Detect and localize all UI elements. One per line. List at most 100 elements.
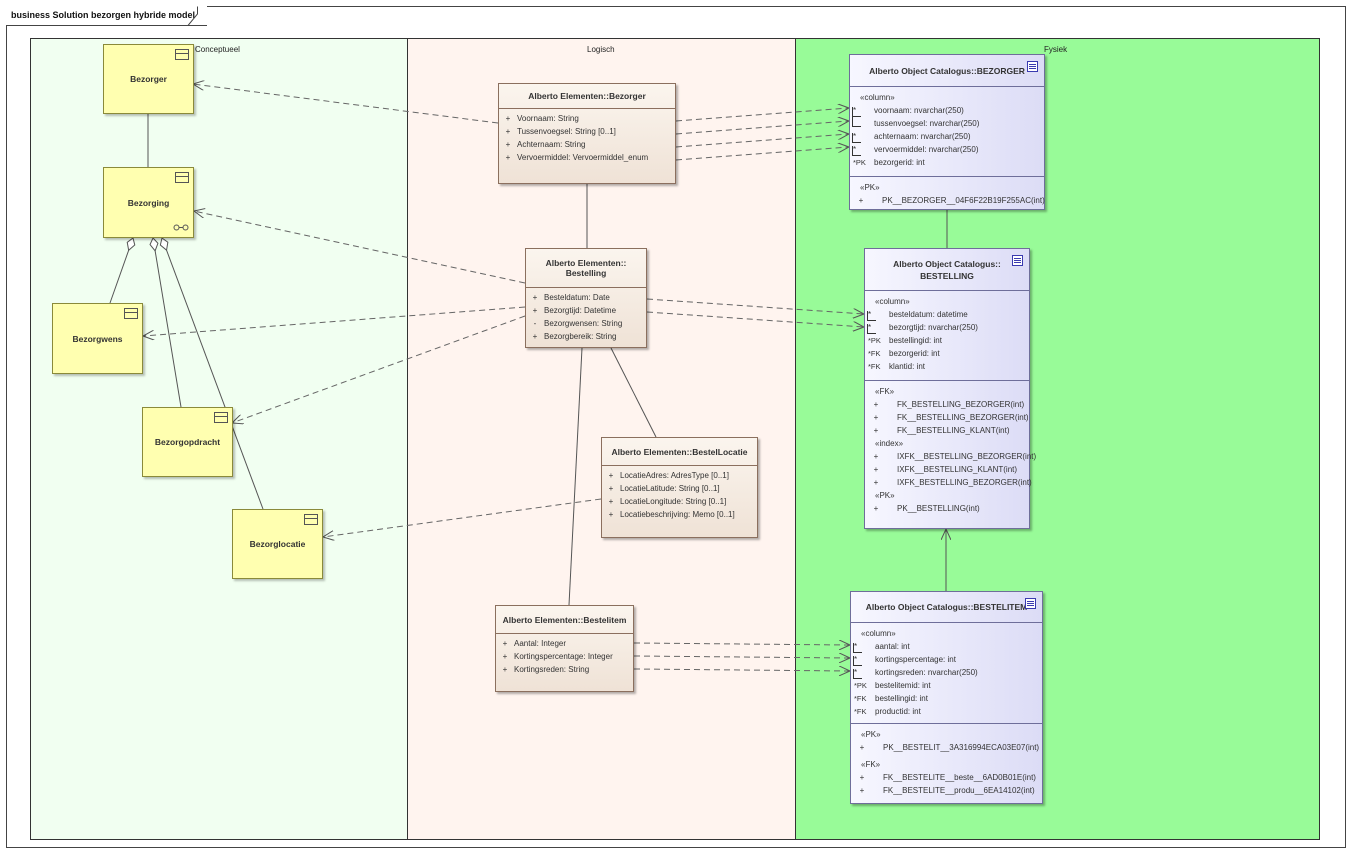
class-icon [175,49,189,60]
class-attribute[interactable]: +LocatieAdres: AdresType [0..1] [608,471,729,480]
class-icon [175,172,189,183]
table-operation[interactable]: +IXFK__BESTELLING_BEZORGER(int) [873,452,1037,461]
assoc-bestelling-bestellocatie [610,347,657,438]
trace-bestellocatie-to-bezorglocatie [323,498,602,537]
concept-bezorging[interactable]: Bezorging [103,167,194,238]
class-attribute[interactable]: +Aantal: Integer [502,639,567,648]
diagram-frame [6,6,1346,848]
lane-label-conceptueel: Conceptueel [195,45,240,54]
composite-icon [173,224,189,231]
class-attribute[interactable]: +Besteldatum: Date [532,293,610,302]
diagram-title-notch [178,6,198,26]
class-bezorger[interactable]: Alberto Elementen::Bezorger +Voornaam: S… [498,83,676,184]
trace-bezorgtijd [646,311,864,327]
concept-bezorgopdracht-label: Bezorgopdracht [154,437,221,447]
class-attribute[interactable]: +LocatieLatitude: String [0..1] [608,484,720,493]
class-bestellocatie-attributes: +LocatieAdres: AdresType [0..1] +Locatie… [602,466,757,524]
table-column[interactable]: *bezorgtijd: nvarchar(250) [867,323,978,334]
diagram-title: business Solution bezorgen hybride model [6,6,208,26]
class-attribute[interactable]: +Bezorgtijd: Datetime [532,306,617,315]
table-column[interactable]: *vervoermiddel: nvarchar(250) [852,145,979,156]
concept-bezorgwens[interactable]: Bezorgwens [52,303,143,374]
class-attribute[interactable]: -Bezorgwensen: String [533,319,623,328]
table-column[interactable]: *aantal: int [853,642,910,653]
class-attribute[interactable]: +Kortingspercentage: Integer [502,652,613,661]
trace-bezorgbereik-to-bezorgopdracht [232,315,526,423]
trace-bezorger-to-concept [193,84,499,124]
table-bestelitem-title: Alberto Object Catalogus::BESTELITEM [851,592,1042,623]
table-bestelitem-columns: «column» *aantal: int *kortingspercentag… [851,623,1042,724]
lane-label-fysiek: Fysiek [1044,45,1068,54]
concept-bezorging-label: Bezorging [127,197,170,208]
class-attribute[interactable]: +Achternaam: String [505,140,586,149]
class-bestelitem[interactable]: Alberto Elementen::Bestelitem +Aantal: I… [495,605,634,692]
class-bestellocatie[interactable]: Alberto Elementen::BestelLocatie +Locati… [601,437,758,538]
trace-bezorgwensen-to-bezorgwens [143,306,526,336]
trace-achternaam [675,134,849,148]
class-bestelling-attributes: +Besteldatum: Date +Bezorgtijd: Datetime… [526,288,646,346]
lane-label-logisch: Logisch [587,45,615,54]
table-operation[interactable]: +FK__BESTELITE__produ__6EA14102(int) [859,786,1035,795]
concept-bezorger[interactable]: Bezorger [103,44,194,114]
concept-bezorgopdracht[interactable]: Bezorgopdracht [142,407,233,477]
class-attribute[interactable]: +LocatieLongitude: String [0..1] [608,497,727,506]
table-bezorger[interactable]: Alberto Object Catalogus::BEZORGER «colu… [849,54,1045,210]
class-bestelling[interactable]: Alberto Elementen:: Bestelling +Bestelda… [525,248,647,348]
class-attribute[interactable]: +Voornaam: String [505,114,579,123]
class-attribute[interactable]: +Kortingsreden: String [502,665,590,674]
table-bestelitem[interactable]: Alberto Object Catalogus::BESTELITEM «co… [850,591,1043,804]
aggregation-bezorging-bezorgopdracht [149,237,182,408]
table-column[interactable]: *achternaam: nvarchar(250) [852,132,971,143]
table-operation[interactable]: +IXFK_BESTELLING_BEZORGER(int) [873,478,1032,487]
concept-bezorgwens-label: Bezorgwens [72,333,123,344]
class-attribute[interactable]: +Locatiebeschrijving: Memo [0..1] [608,510,735,519]
table-operation[interactable]: +FK_BESTELLING_BEZORGER(int) [873,400,1025,409]
table-operation[interactable]: +IXFK__BESTELLING_KLANT(int) [873,465,1018,474]
trace-kortingsreden [633,669,850,671]
aggregation-bezorging-bezorgwens [109,237,136,304]
table-bezorger-columns: «column» *voornaam: nvarchar(250) tussen… [850,87,1044,177]
class-bestellocatie-title: Alberto Elementen::BestelLocatie [602,438,757,466]
table-operation[interactable]: +PK__BESTELLING(int) [873,504,980,513]
class-icon [304,514,318,525]
table-column[interactable]: *besteldatum: datetime [867,310,968,321]
table-operation[interactable]: +FK__BESTELITE__beste__6AD0B01E(int) [859,773,1036,782]
class-attribute[interactable]: +Bezorgbereik: String [532,332,617,341]
lane-conceptueel: Conceptueel [30,38,408,840]
class-attribute[interactable]: +Tussenvoegsel: String [0..1] [505,127,616,136]
class-bestelling-title: Alberto Elementen:: Bestelling [526,249,646,288]
aggregation-bezorging-bezorglocatie [159,237,264,510]
concept-bezorglocatie[interactable]: Bezorglocatie [232,509,323,579]
table-column[interactable]: *kortingsreden: nvarchar(250) [853,668,978,679]
table-operation[interactable]: +PK__BEZORGER__04F6F22B19F255AC(int) [858,196,1045,205]
table-operation[interactable]: +FK__BESTELLING_BEZORGER(int) [873,413,1029,422]
trace-vervoermiddel [675,147,849,161]
table-column[interactable]: *voornaam: nvarchar(250) [852,106,964,117]
class-bestelitem-attributes: +Aantal: Integer +Kortingspercentage: In… [496,634,633,679]
assoc-bestelling-bestelitem [568,347,583,606]
table-bestelling[interactable]: Alberto Object Catalogus:: BESTELLING «c… [864,248,1037,529]
table-bezorger-title: Alberto Object Catalogus::BEZORGER [850,55,1044,87]
table-bestelling-title: Alberto Object Catalogus:: BESTELLING [865,249,1029,291]
table-icon [1012,255,1023,266]
trace-kortingspercentage [633,656,850,658]
table-column[interactable]: *kortingspercentage: int [853,655,956,666]
trace-bestelling-to-bezorging [194,211,526,284]
table-column[interactable]: tussenvoegsel: nvarchar(250) [850,117,1044,130]
class-attribute[interactable]: +Vervoermiddel: Vervoermiddel_enum [505,153,649,162]
table-bestelling-operations: «FK» +FK_BESTELLING_BEZORGER(int) +FK__B… [865,381,1037,519]
table-operation[interactable]: +FK__BESTELLING_KLANT(int) [873,426,1010,435]
trace-tussenvoegsel [675,121,849,135]
trace-voornaam [675,108,849,122]
trace-besteldatum [646,298,864,314]
concept-bezorger-label: Bezorger [130,74,167,84]
table-operation[interactable]: +PK__BESTELIT__3A316994ECA03E07(int) [859,743,1040,752]
